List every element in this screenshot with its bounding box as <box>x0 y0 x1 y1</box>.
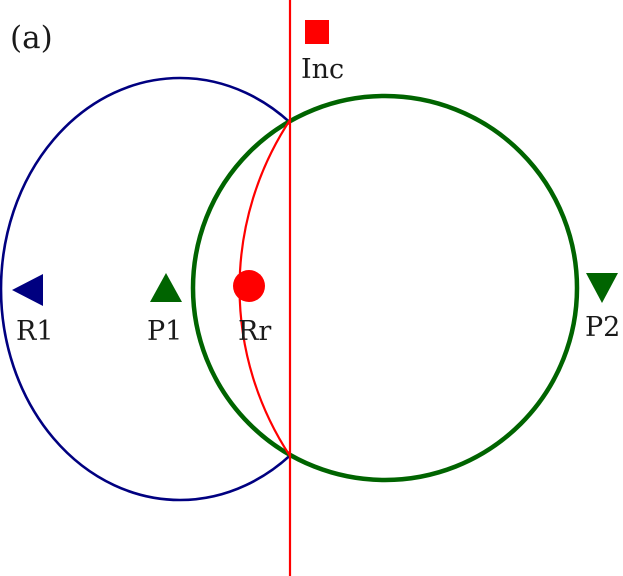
rr-label: Rr <box>238 316 271 347</box>
p2-triangle-down-marker <box>586 273 618 303</box>
r1-triangle-left-marker <box>12 274 43 306</box>
inc-square-marker <box>305 20 329 44</box>
p1-label: P1 <box>147 316 182 347</box>
blue-ellipse-curve <box>0 76 290 502</box>
p2-label: P2 <box>585 312 620 343</box>
inc-label: Inc <box>301 54 344 85</box>
panel-label: (a) <box>10 20 53 56</box>
rr-circle-marker <box>233 270 265 302</box>
r1-label: R1 <box>16 316 54 347</box>
green-circle-curve <box>190 93 580 483</box>
p1-triangle-up-marker <box>150 273 182 302</box>
